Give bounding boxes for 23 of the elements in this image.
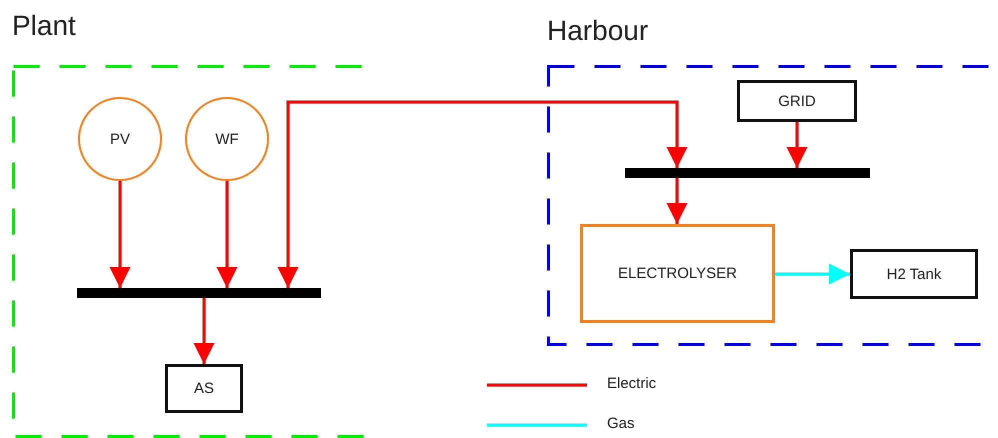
process-box: [580, 224, 775, 323]
component-box: [850, 249, 978, 299]
node-label: H2 Tank: [886, 266, 942, 282]
component-box: [737, 80, 857, 122]
node-label: WF: [215, 130, 239, 148]
arrow: [194, 298, 214, 364]
busbar: [625, 168, 870, 178]
arrow: [110, 181, 130, 288]
node-label: ELECTROLYSER: [618, 265, 737, 282]
node-label: GRID: [778, 92, 816, 110]
arrow: [216, 181, 238, 288]
component-box: [165, 364, 243, 413]
arrow: [775, 264, 850, 284]
legend-label: Gas: [607, 415, 635, 432]
busbar: [77, 288, 321, 298]
group-title: Harbour: [547, 15, 648, 47]
arrow: [786, 122, 808, 168]
group-title: Plant: [12, 10, 76, 42]
node-label: PV: [110, 130, 130, 148]
arrow: [666, 178, 688, 224]
node-label: AS: [194, 380, 214, 397]
arrow: [278, 100, 688, 288]
legend-label: Electric: [607, 375, 656, 392]
